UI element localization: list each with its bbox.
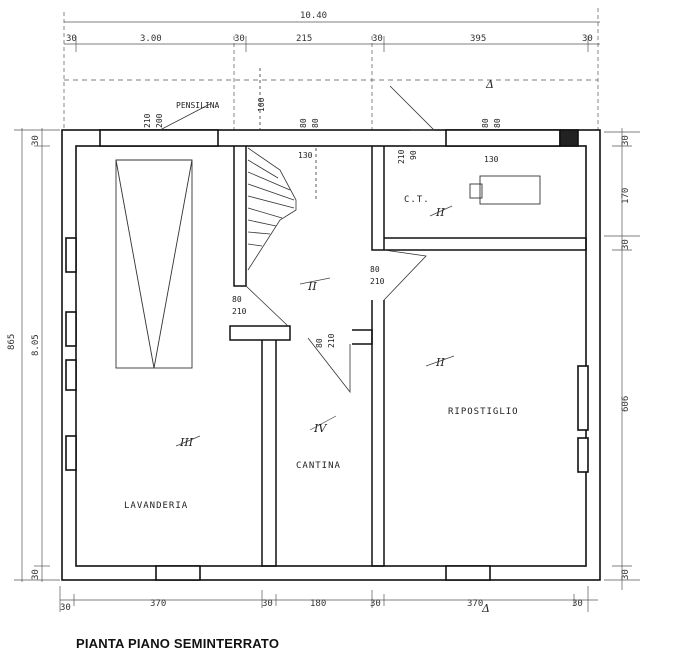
dim-left-outer: 865 — [7, 334, 17, 350]
dim-left-wall-2: 30 — [31, 569, 41, 580]
bottom-dimensions — [59, 586, 598, 612]
dim-top-seg-1: 3.00 — [140, 34, 162, 44]
section-mark-top: Δ — [485, 78, 494, 91]
dim-top-seg-2: 215 — [296, 34, 312, 44]
dim-left-wall-1: 30 — [31, 135, 41, 146]
dim-bottom-seg-2: 180 — [310, 599, 326, 609]
dim-bottom-wall-4: 30 — [572, 599, 583, 609]
dim-bottom-seg-1: 370 — [150, 599, 166, 609]
door-dim-ct-c: 130 — [484, 155, 499, 164]
door-dim-top-mid: 100 — [257, 97, 266, 112]
door-dim-ct-d: 80 — [481, 118, 490, 128]
dim-right-seg-1: 170 — [621, 188, 631, 204]
dim-bottom-wall-2: 30 — [262, 599, 273, 609]
door-dim-hall-b: 210 — [370, 277, 385, 286]
hatch-marks — [175, 205, 455, 447]
room-label-lavanderia: LAVANDERIA — [124, 501, 188, 511]
room-mark-ripostiglio: II — [435, 356, 445, 369]
room-mark-hall: II — [307, 280, 317, 293]
dim-bottom-wall-1: 30 — [60, 603, 71, 613]
room-label-ripostiglio: RIPOSTIGLIO — [448, 407, 519, 417]
door-dim-top-mid2-a: 80 — [299, 118, 308, 128]
right-dimensions — [604, 128, 640, 590]
dim-top-wall-1: 30 — [66, 34, 77, 44]
door-dim-stairs: 130 — [298, 151, 313, 160]
dim-top-wall-2: 30 — [234, 34, 245, 44]
door-dim-left-a: 80 — [232, 295, 242, 304]
dim-left-inner: 8.05 — [31, 334, 41, 356]
dim-right-wall-3: 30 — [621, 569, 631, 580]
dim-top-seg-3: 395 — [470, 34, 486, 44]
dim-total-width: 10.40 — [300, 11, 327, 21]
plan-caption: PIANTA PIANO SEMINTERRATO — [76, 636, 280, 651]
dim-top-wall-4: 30 — [582, 34, 593, 44]
room-mark-lavanderia: III — [179, 436, 194, 449]
room-mark-cantina: IV — [313, 422, 327, 435]
dim-bottom-wall-3: 30 — [370, 599, 381, 609]
door-dim-hall-a: 80 — [370, 265, 380, 274]
interior-walls — [229, 146, 587, 567]
door-swings — [159, 68, 435, 394]
boiler-unit — [469, 175, 541, 205]
left-dimensions — [14, 128, 60, 582]
dim-top-wall-3: 30 — [372, 34, 383, 44]
section-mark-bottom: Δ — [481, 602, 490, 615]
dim-bottom-seg-3: 370 — [467, 599, 483, 609]
dim-right-wall-2: 30 — [621, 239, 631, 250]
door-dim-top-left-b: 200 — [155, 113, 164, 128]
exterior-walls — [61, 129, 601, 581]
dim-right-seg-2: 606 — [621, 396, 631, 412]
room-label-cantina: CANTINA — [296, 461, 341, 471]
door-dim-ct-e: 80 — [493, 118, 502, 128]
door-dim-top-left-a: 210 — [143, 113, 152, 128]
room-mark-ct: II — [435, 206, 445, 219]
door-dim-cantina-a: 80 — [315, 338, 324, 348]
door-dim-top-mid2-b: 80 — [311, 118, 320, 128]
room-label-ct: C.T. — [404, 195, 430, 205]
door-dim-left-b: 210 — [232, 307, 247, 316]
laundry-fixture — [115, 159, 193, 369]
label-pensilina: PENSILINA — [176, 101, 220, 110]
door-dim-ct-b: 90 — [409, 150, 418, 160]
door-dim-ct-a: 210 — [397, 149, 406, 164]
dim-right-wall-1: 30 — [621, 135, 631, 146]
door-dim-cantina-b: 210 — [327, 333, 336, 348]
staircase — [247, 147, 317, 271]
top-dimensions — [63, 8, 600, 130]
